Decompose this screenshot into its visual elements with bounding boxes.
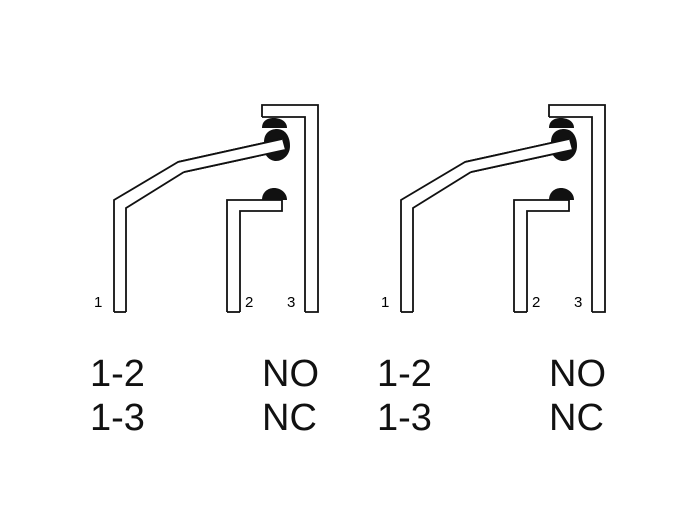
terminal-1-label: 1 [94,294,102,311]
terminal-2-label: 2 [532,294,540,311]
legend-right-row1-pins: 1-2 [377,353,432,395]
legend-right-row2-pins: 1-3 [377,397,432,439]
switch-left-symbol [113,104,319,313]
legend-left-row1-state: NO [262,353,319,395]
legend-right-row2-state: NC [549,397,604,439]
legend-left-row2-state: NC [262,397,317,439]
switch-right: 1 2 3 [381,104,606,313]
terminal-1-label: 1 [381,294,389,311]
legend-left-row1-pins: 1-2 [90,353,145,395]
terminal-3-label: 3 [287,294,295,311]
switch-right-symbol [400,104,606,313]
switch-left: 1 2 3 [94,104,319,313]
terminal-3-label: 3 [574,294,582,311]
legend-left-row2-pins: 1-3 [90,397,145,439]
legend-right-row1-state: NO [549,353,606,395]
terminal-2-label: 2 [245,294,253,311]
